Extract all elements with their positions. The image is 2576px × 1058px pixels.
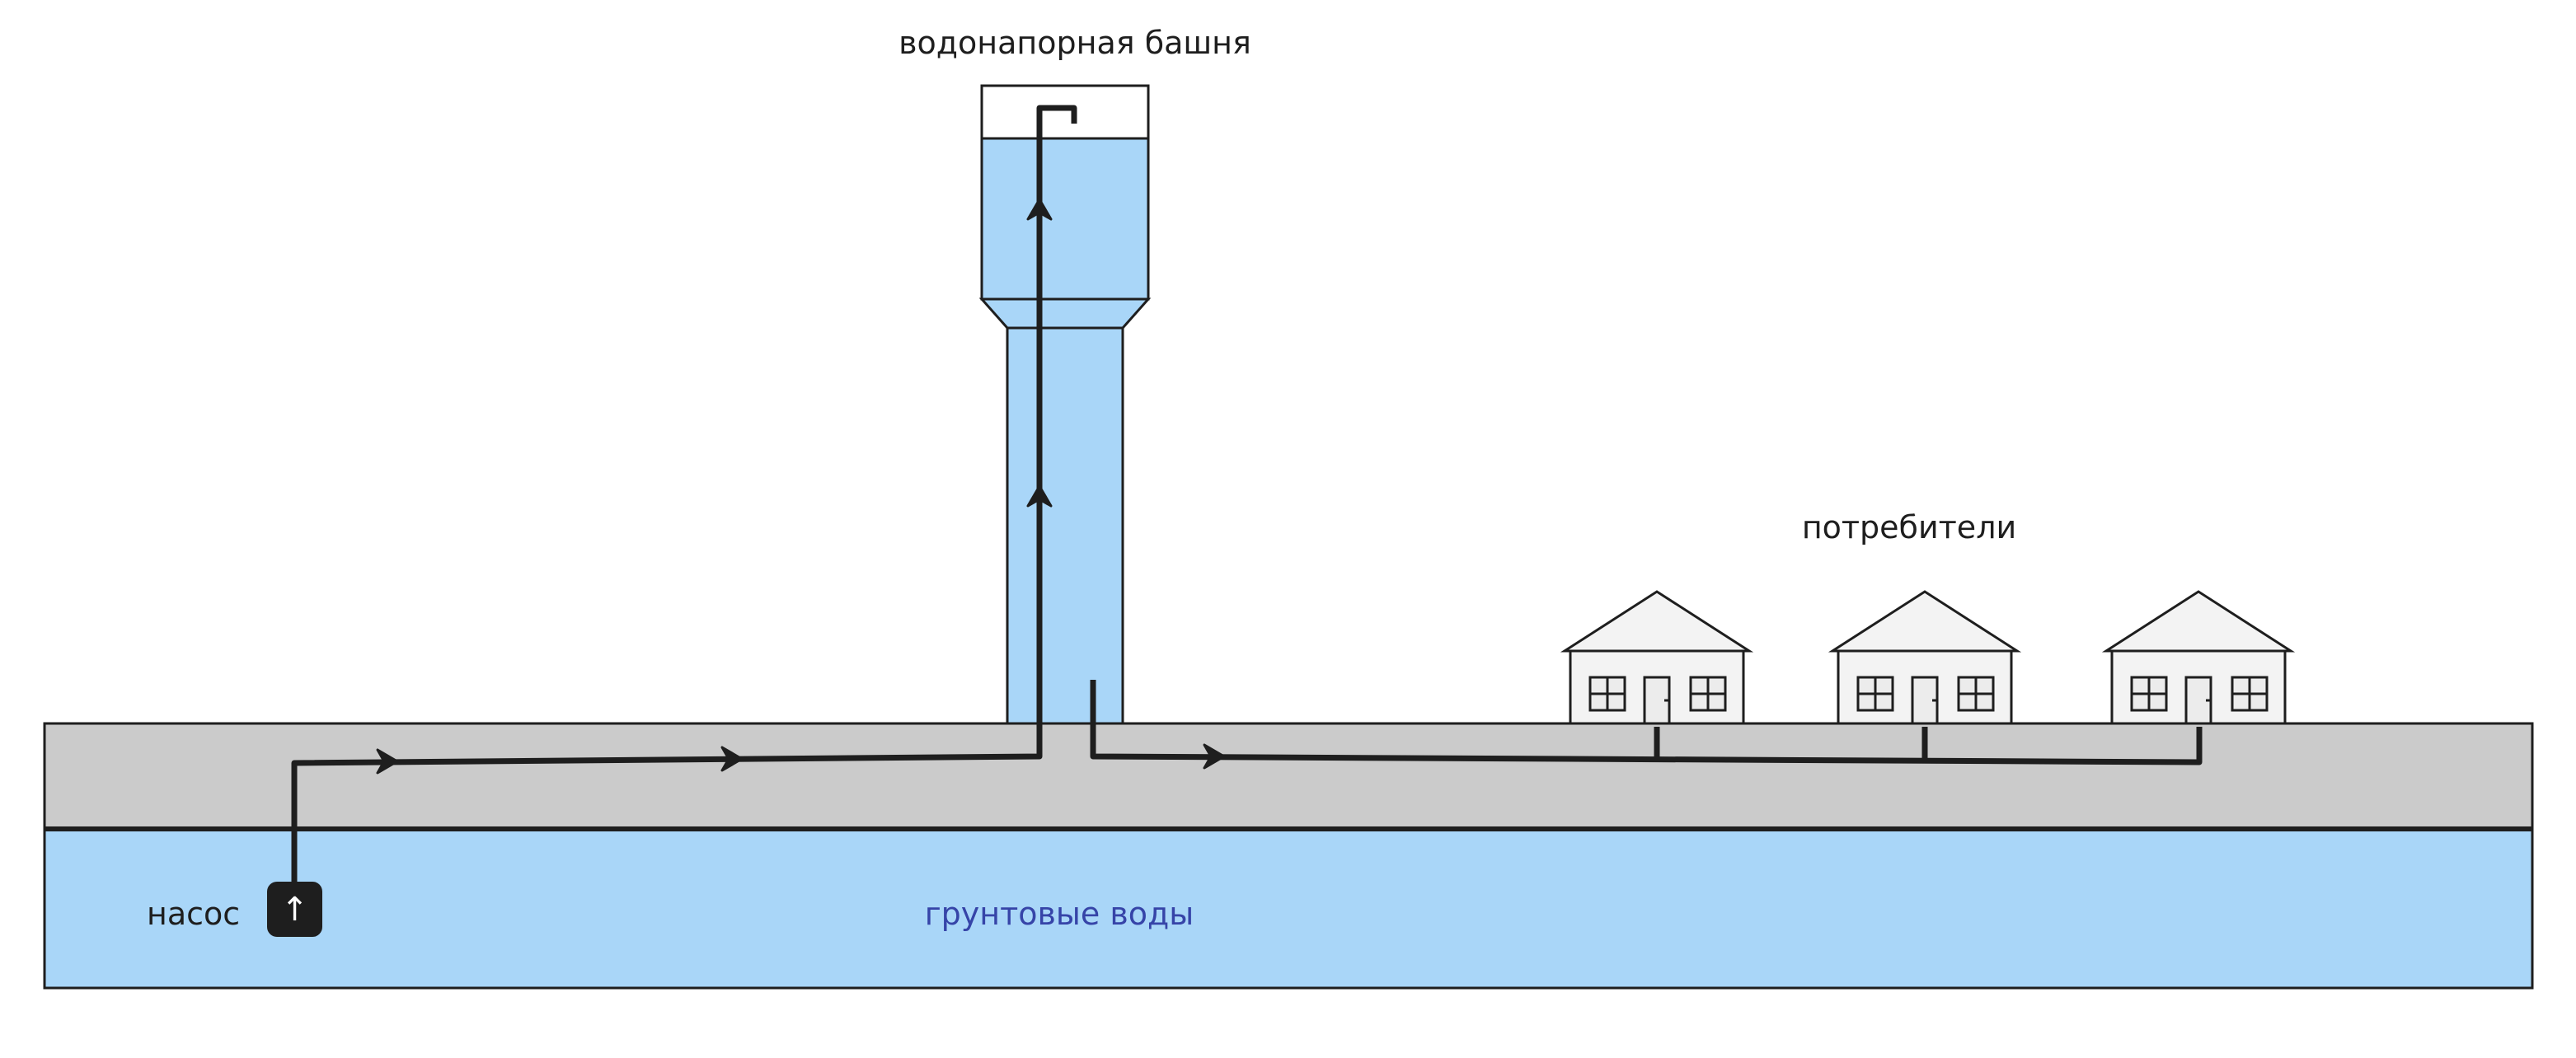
arrow-up-icon: ↑ — [281, 891, 309, 929]
soil-layer — [43, 722, 2534, 831]
flow-arrow-icon — [376, 748, 399, 775]
flow-arrows — [376, 198, 1226, 775]
pump-box — [267, 882, 322, 937]
tower-neck — [978, 297, 1152, 330]
flow-arrow-icon — [720, 746, 744, 772]
house-3 — [2101, 590, 2296, 725]
house-roof — [2101, 590, 2296, 653]
tank-air — [980, 84, 1150, 140]
groundwater-label: грунтовые воды — [925, 896, 1194, 932]
house-roof — [1828, 590, 2022, 653]
water-tower — [978, 84, 1152, 725]
tower-label: водонапорная башня — [899, 25, 1251, 61]
tower-shaft — [1006, 326, 1124, 725]
consumer-houses — [1560, 590, 2296, 725]
pump-label: насос — [147, 896, 240, 932]
house-1 — [1560, 590, 1754, 725]
pump: ↑ — [267, 882, 322, 937]
flow-arrow-icon — [1026, 485, 1053, 508]
tank-water — [980, 137, 1150, 301]
groundwater-layer — [43, 827, 2534, 990]
supply-pipe — [291, 105, 1077, 883]
distribution-pipe — [1090, 680, 2203, 765]
house-roof — [1560, 590, 1754, 653]
house-2 — [1828, 590, 2022, 725]
consumers-label: потребители — [1802, 509, 2016, 545]
flow-arrow-icon — [1203, 743, 1226, 770]
flow-arrow-icon — [1026, 198, 1053, 221]
